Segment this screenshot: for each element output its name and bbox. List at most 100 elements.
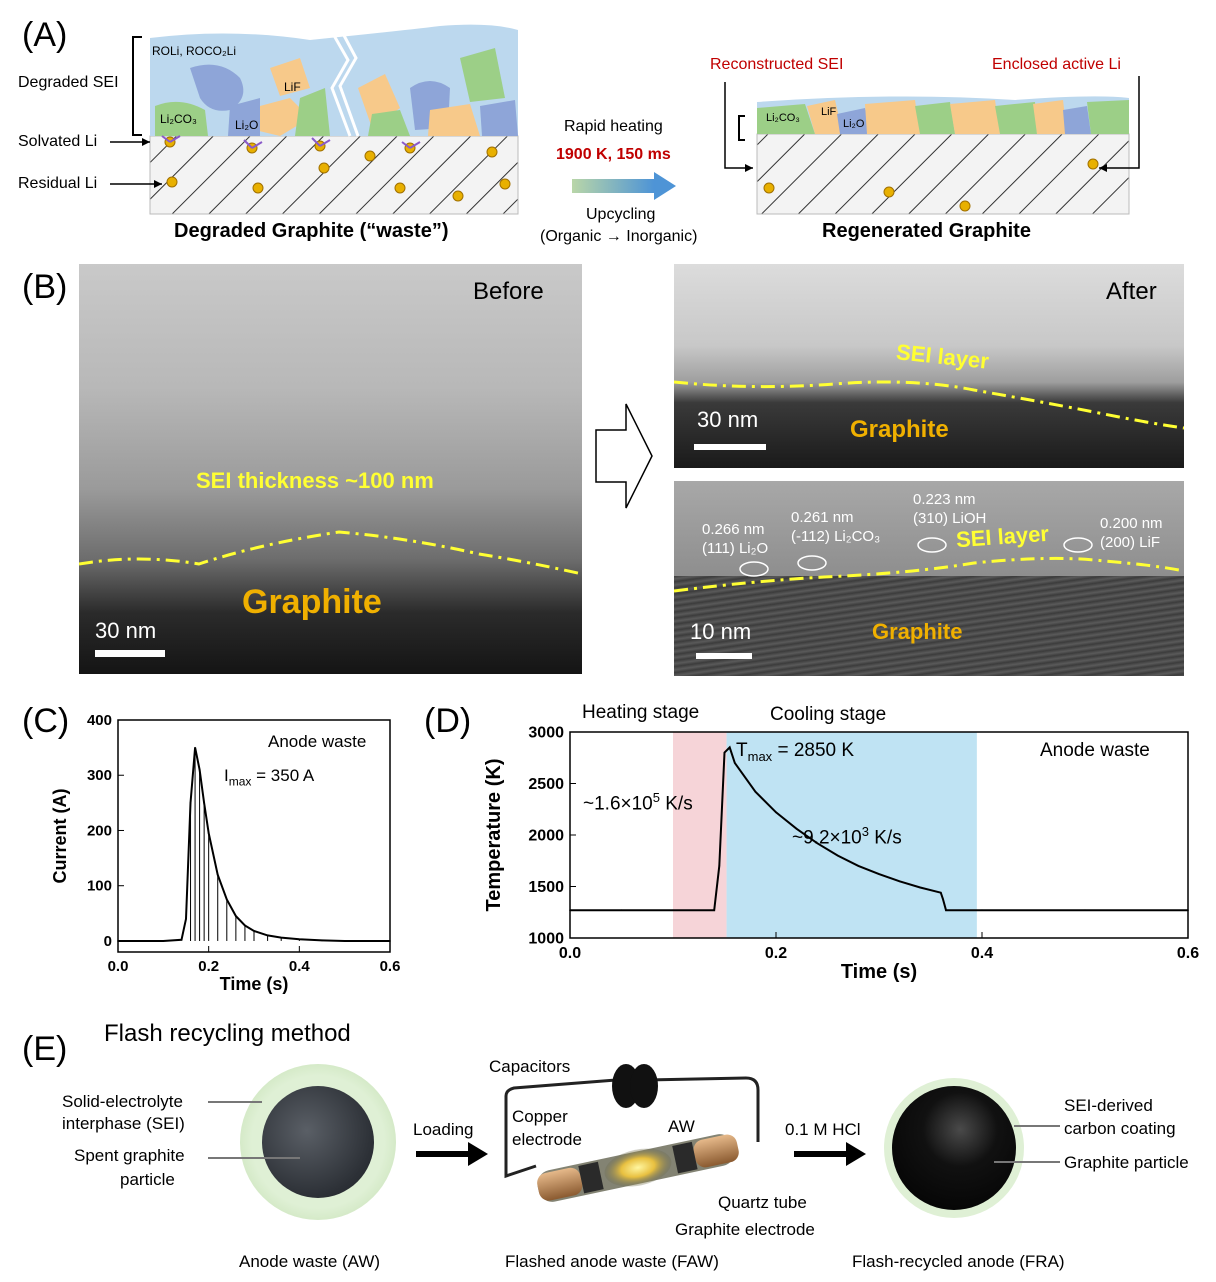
degraded-sei-label: Degraded SEI <box>18 74 119 91</box>
hcl-arrow <box>794 1142 866 1166</box>
data-point <box>266 934 269 937</box>
data-point <box>226 898 228 901</box>
cap-aw: Anode waste (AW) <box>239 1252 381 1271</box>
graphite-particle-label: Graphite particle <box>1064 1153 1189 1172</box>
data-point <box>180 939 183 941</box>
data-point <box>837 854 839 857</box>
imax-symbol: I <box>224 766 229 785</box>
species-top-label: ROLi, ROCO₂Li <box>152 44 237 58</box>
data-point <box>280 936 282 939</box>
data-point <box>816 842 818 845</box>
panel-b-label: (B) <box>22 268 68 306</box>
rapid-heating-label: Rapid heating <box>564 118 663 135</box>
y-tick-label: 1000 <box>528 930 564 947</box>
quartz-label: Quartz tube <box>718 1193 807 1212</box>
data-point <box>216 873 219 876</box>
panel-e-label: (E) <box>22 1030 68 1068</box>
li2co3-label: Li₂CO₃ <box>160 112 197 126</box>
sei-label-line2: interphase (SEI) <box>62 1114 185 1133</box>
graphite-before-label: Graphite <box>242 583 382 621</box>
lattice-4-plane: (200) LiF <box>1100 534 1161 551</box>
graphite-hrtem-label: Graphite <box>872 619 963 644</box>
data-point <box>898 880 901 883</box>
cooling-stage-label: Cooling stage <box>770 704 887 725</box>
imax-subscript: max <box>228 774 252 789</box>
reconstructed-sei-label: Reconstructed SEI <box>710 56 844 73</box>
series-line <box>118 747 390 942</box>
degraded-graphite-schematic <box>110 24 519 215</box>
tmax-symbol: T <box>736 740 748 761</box>
aw-leader-lines <box>208 1101 300 1159</box>
plot-frame <box>117 719 391 953</box>
regen-li2o-label: Li₂O <box>843 118 865 130</box>
chart-c-annotation: Anode waste <box>268 732 367 751</box>
heating-rate-exponent: 5 <box>652 790 660 805</box>
enclosed-li-label: Enclosed active Li <box>992 56 1121 73</box>
li2o-label: Li₂O <box>235 118 259 132</box>
fra-particle <box>884 1078 1024 1218</box>
after-label: After <box>1106 278 1157 305</box>
spent-label-line1: Spent graphite <box>74 1146 185 1165</box>
data-point <box>235 915 237 917</box>
tem-before-image <box>79 264 582 674</box>
capacitors-label: Capacitors <box>489 1057 571 1076</box>
tem-after-image <box>674 264 1184 468</box>
loading-arrow <box>416 1142 488 1166</box>
data-point <box>162 940 165 942</box>
data-point <box>795 828 798 830</box>
y-tick-label: 0 <box>104 933 112 950</box>
data-point <box>203 802 205 804</box>
lattice-1-d: 0.266 nm <box>702 521 765 538</box>
scale-bar-after-label: 30 nm <box>697 407 759 432</box>
data-point <box>940 891 942 894</box>
data-point <box>728 746 731 749</box>
graphite-electrode-label: Graphite electrode <box>675 1220 815 1239</box>
data-point <box>723 751 726 754</box>
data-point <box>185 918 187 920</box>
flash-apparatus <box>504 1064 760 1202</box>
data-point <box>569 909 571 911</box>
data-point <box>1187 909 1189 911</box>
lattice-3-d: 0.223 nm <box>913 491 976 508</box>
data-point <box>734 762 736 764</box>
before-label: Before <box>473 278 544 305</box>
upcycling-label: Upcycling <box>586 206 656 223</box>
x-tick-label: 0.2 <box>765 945 787 962</box>
data-point <box>139 940 142 942</box>
sei-thickness-label: SEI thickness ~100 nm <box>196 468 434 493</box>
cap-fra: Flash-recycled anode (FRA) <box>852 1252 1065 1271</box>
data-point <box>207 832 210 835</box>
x-axis-label: Time (s) <box>841 961 917 983</box>
data-point <box>775 811 777 814</box>
x-axis-label: Time (s) <box>220 974 289 994</box>
data-point <box>981 909 983 911</box>
y-axis-label: Temperature (K) <box>483 759 505 912</box>
coating-label-line1: SEI-derived <box>1064 1096 1153 1115</box>
degraded-sei-bracket <box>132 36 142 136</box>
data-point <box>919 886 921 889</box>
copper-label-line2: electrode <box>512 1130 582 1149</box>
upcycling-arrow <box>572 172 676 200</box>
data-point <box>194 746 196 749</box>
data-point <box>1084 909 1086 911</box>
data-point <box>718 865 721 867</box>
scale-bar-before-label: 30 nm <box>95 618 157 643</box>
panel-a-label: (A) <box>22 16 68 54</box>
sei-label-line1: Solid-electrolyte <box>62 1092 183 1111</box>
residual-li-label: Residual Li <box>18 175 98 192</box>
aw-label: AW <box>668 1117 695 1136</box>
chart-d-annotation: Anode waste <box>1040 740 1150 761</box>
regen-li2co3-label: Li₂CO₃ <box>766 112 800 124</box>
x-tick-label: 0.2 <box>198 958 219 975</box>
cooling-rate-base: ~9.2×10 <box>792 827 862 849</box>
solvated-li-label: Solvated Li <box>18 133 98 150</box>
hrtem-image <box>674 481 1184 676</box>
heating-stage-band <box>673 732 727 938</box>
data-point <box>945 909 947 911</box>
graphite-particle-core <box>892 1086 1016 1210</box>
data-point <box>253 930 255 932</box>
cap-faw: Flashed anode waste (FAW) <box>505 1252 719 1271</box>
data-point <box>198 768 201 771</box>
